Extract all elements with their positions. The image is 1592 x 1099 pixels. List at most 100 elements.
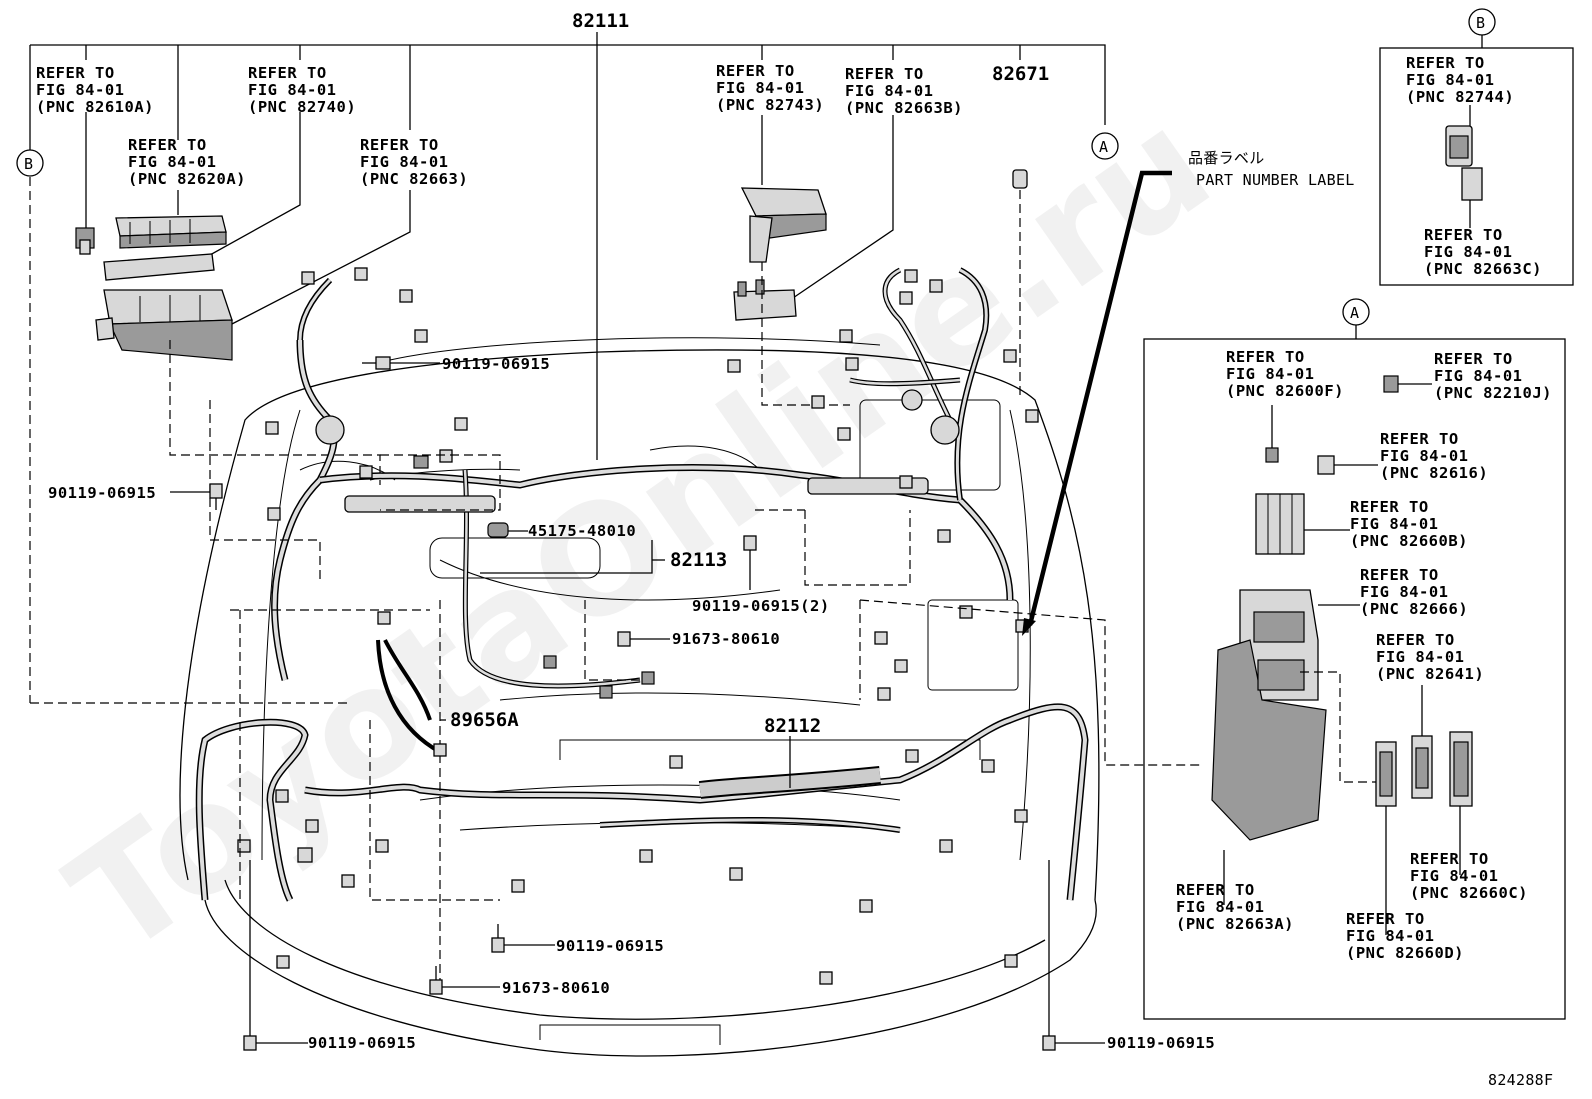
ref-82666: REFER TO FIG 84-01 (PNC 82666) [1360,566,1468,618]
svg-text:FIG 84-01: FIG 84-01 [716,79,805,97]
svg-text:REFER TO: REFER TO [1380,430,1459,448]
svg-text:FIG 84-01: FIG 84-01 [1346,927,1435,945]
svg-text:REFER TO: REFER TO [1376,631,1455,649]
bolt-91673-b [429,966,500,995]
bolt-90119-f-label: 90119-06915 [1107,1034,1215,1052]
relay-block-82620A [115,215,227,249]
dashed-guides [209,400,1200,980]
main-part-bracket [29,32,1106,460]
ref-82610A: REFER TO FIG 84-01 (PNC 82610A) [36,64,154,116]
svg-text:(PNC 82660D): (PNC 82660D) [1346,944,1464,962]
part-82112-label: 82112 [764,715,821,737]
svg-text:FIG 84-01: FIG 84-01 [1376,648,1465,666]
ref-82660D: REFER TO FIG 84-01 (PNC 82660D) [1346,910,1464,962]
svg-text:REFER TO: REFER TO [1410,850,1489,868]
bolt-90119-e [243,860,308,1051]
svg-text:FIG 84-01: FIG 84-01 [36,81,125,99]
svg-text:(PNC 82210J): (PNC 82210J) [1434,384,1552,402]
ref-82641: REFER TO FIG 84-01 (PNC 82641) [1376,631,1484,683]
svg-text:A: A [1099,138,1108,156]
svg-text:(PNC 82610A): (PNC 82610A) [36,98,154,116]
fuse-82671 [1012,169,1028,189]
bracket-82743 [740,187,827,263]
svg-text:(PNC 82666): (PNC 82666) [1360,600,1468,618]
ref-82616: REFER TO FIG 84-01 (PNC 82616) [1380,430,1488,482]
svg-text:FIG 84-01: FIG 84-01 [360,153,449,171]
bolt-91673-b-label: 91673-80610 [502,979,610,997]
svg-text:(PNC 82663): (PNC 82663) [360,170,468,188]
part-82113-label: 82113 [670,549,727,571]
svg-text:REFER TO: REFER TO [1406,54,1485,72]
svg-text:REFER TO: REFER TO [1434,350,1513,368]
svg-text:(PNC 82600F): (PNC 82600F) [1226,382,1344,400]
gasket-45175-label: 45175-48010 [528,522,636,540]
bracket-82740 [103,253,215,281]
bolt-91673-a-label: 91673-80610 [672,630,780,648]
svg-text:REFER TO: REFER TO [1176,881,1255,899]
svg-text:FIG 84-01: FIG 84-01 [1360,583,1449,601]
gasket-45175-48010 [487,522,528,538]
ref-82660B: REFER TO FIG 84-01 (PNC 82660B) [1350,498,1468,550]
svg-text:FIG 84-01: FIG 84-01 [1380,447,1469,465]
svg-text:REFER TO: REFER TO [1350,498,1429,516]
part-89656A-label: 89656A [450,709,519,731]
harness-connectors [237,267,1039,985]
connector-82610A [75,227,95,255]
svg-text:(PNC 82744): (PNC 82744) [1406,88,1514,106]
ref-82210J: REFER TO FIG 84-01 (PNC 82210J) [1434,350,1552,402]
svg-text:FIG 84-01: FIG 84-01 [1226,365,1315,383]
dash-82663-to-harness [169,340,381,485]
bolt-90119-c [743,535,757,590]
ref-82663B: REFER TO FIG 84-01 (PNC 82663B) [845,65,963,117]
svg-text:B: B [24,155,33,173]
svg-text:FIG 84-01: FIG 84-01 [128,153,217,171]
sensor-89656A [376,639,447,757]
bolt-91673-a [617,631,670,647]
part-82113-bracket [480,540,665,574]
marker-a-top: A [1091,132,1119,160]
inset-b: B [1379,8,1574,286]
svg-text:(PNC 82620A): (PNC 82620A) [128,170,246,188]
leader-82663B [789,115,894,301]
svg-text:(PNC 82740): (PNC 82740) [248,98,356,116]
ref-82740: REFER TO FIG 84-01 (PNC 82740) [248,64,356,116]
svg-text:REFER TO: REFER TO [1226,348,1305,366]
svg-text:(PNC 82616): (PNC 82616) [1380,464,1488,482]
bolt-90119-d-label: 90119-06915 [556,937,664,955]
svg-text:FIG 84-01: FIG 84-01 [1350,515,1439,533]
svg-text:REFER TO: REFER TO [360,136,439,154]
svg-text:(PNC 82663B): (PNC 82663B) [845,99,963,117]
part-number-label-arrow [1022,170,1172,636]
svg-text:(PNC 82641): (PNC 82641) [1376,665,1484,683]
bolt-90119-a [362,356,440,370]
leader-82740 [209,112,301,256]
svg-text:FIG 84-01: FIG 84-01 [1424,243,1513,261]
svg-text:A: A [1350,304,1359,322]
svg-text:B: B [1476,14,1485,32]
svg-text:(PNC 82660B): (PNC 82660B) [1350,532,1468,550]
bolt-90119-b-label: 90119-06915 [48,484,156,502]
ref-82663: REFER TO FIG 84-01 (PNC 82663) [360,136,468,188]
bolt-90119-a-label: 90119-06915 [442,355,550,373]
diagram-code: 824288F [1488,1071,1553,1089]
svg-text:REFER TO: REFER TO [128,136,207,154]
svg-text:FIG 84-01: FIG 84-01 [1410,867,1499,885]
wiring-harness-82111 [271,267,1014,689]
junction-box-82663 [95,289,233,361]
svg-text:REFER TO: REFER TO [845,65,924,83]
svg-text:FIG 84-01: FIG 84-01 [1406,71,1495,89]
engine-bay-outline [179,337,1100,1057]
bolt-90119-d [491,924,555,953]
svg-text:FIG 84-01: FIG 84-01 [845,82,934,100]
bolt-90119-b [170,483,223,510]
ref-82663A: REFER TO FIG 84-01 (PNC 82663A) [1176,881,1293,933]
svg-text:FIG 84-01: FIG 84-01 [248,81,337,99]
leader-82663 [229,190,411,326]
ref-82663C: REFER TO FIG 84-01 (PNC 82663C) [1424,226,1541,278]
svg-text:REFER TO: REFER TO [36,64,115,82]
part-number-label-jp: 品番ラベル [1188,149,1265,167]
bolt-90119-e-label: 90119-06915 [308,1034,416,1052]
svg-text:FIG 84-01: FIG 84-01 [1434,367,1523,385]
